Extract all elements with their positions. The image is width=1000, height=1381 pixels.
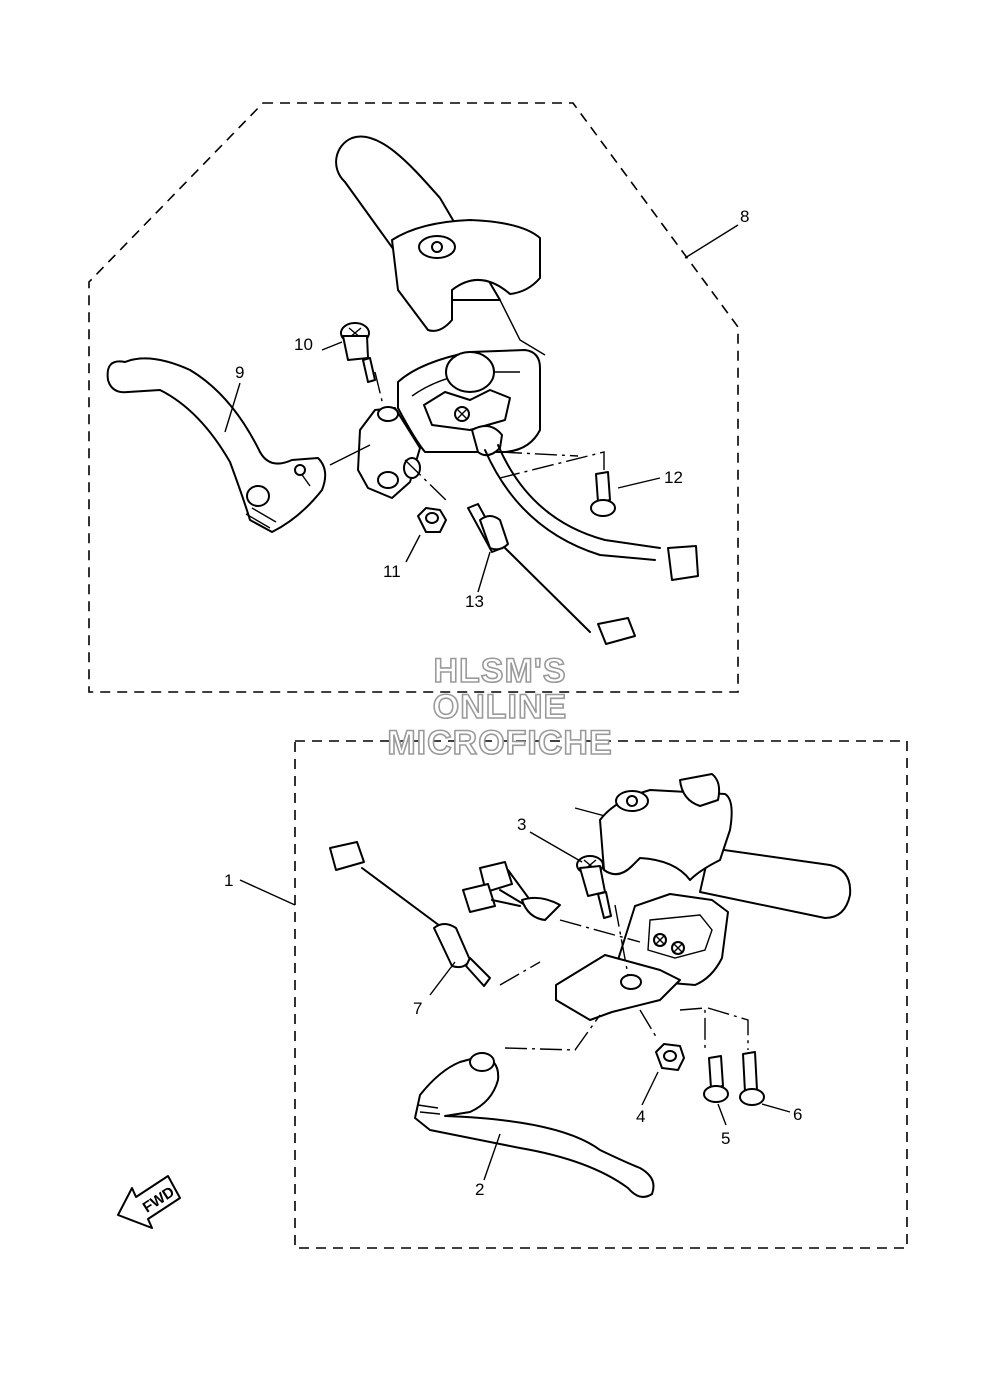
lower-handlebar-grip — [574, 807, 852, 919]
lower-assembly-boundary — [294, 740, 908, 1249]
callout-1: 1 — [224, 871, 233, 890]
lower-switch-connectors — [462, 861, 561, 921]
upper-chain-lines — [374, 371, 605, 503]
callout-4: 4 — [636, 1107, 645, 1126]
lower-screw-3 — [576, 855, 612, 919]
callout-13: 13 — [465, 592, 484, 611]
watermark-line-3: MICROFICHE — [387, 724, 612, 762]
lower-clamp-cap — [599, 773, 733, 881]
lower-brake-switch-7 — [329, 841, 491, 987]
lower-brake-lever — [414, 1052, 655, 1198]
upper-assembly-boundary — [88, 102, 739, 693]
fwd-arrow-icon: FWD — [117, 1175, 181, 1229]
lower-chain-lines — [499, 904, 749, 1051]
upper-lever-holder — [357, 349, 541, 499]
upper-screw-10 — [340, 322, 376, 383]
lower-lever-holder — [555, 893, 729, 1021]
callout-6: 6 — [793, 1105, 802, 1124]
lower-assembly-group — [239, 740, 908, 1249]
lower-leader-lines — [239, 831, 791, 1181]
callout-9: 9 — [235, 363, 244, 382]
upper-clutch-switch-13 — [467, 503, 636, 645]
watermark: HLSM'S ONLINE MICROFICHE — [387, 651, 613, 763]
upper-clamp-cap — [391, 219, 541, 332]
callout-5: 5 — [721, 1129, 730, 1148]
upper-assembly-group — [88, 102, 739, 693]
watermark-line-1: HLSM'S — [433, 652, 566, 690]
callout-3: 3 — [517, 815, 526, 834]
callout-labels: 1 2 3 4 5 6 7 8 9 10 11 12 13 — [224, 207, 802, 1199]
watermark-line-2: ONLINE — [433, 688, 567, 726]
upper-switch-cable — [471, 425, 699, 581]
callout-12: 12 — [664, 468, 683, 487]
lower-nut-4 — [655, 1043, 685, 1071]
callout-11: 11 — [383, 562, 401, 581]
upper-nut-11 — [417, 507, 447, 533]
lower-bolt-6 — [739, 1051, 765, 1106]
upper-leader-lines — [224, 224, 739, 593]
callout-10: 10 — [294, 335, 313, 354]
callout-7: 7 — [413, 999, 422, 1018]
upper-bolt-12 — [590, 471, 616, 517]
callout-2: 2 — [475, 1180, 484, 1199]
upper-clutch-lever — [106, 357, 327, 533]
callout-8: 8 — [740, 207, 749, 226]
lower-bolt-5 — [703, 1055, 729, 1103]
